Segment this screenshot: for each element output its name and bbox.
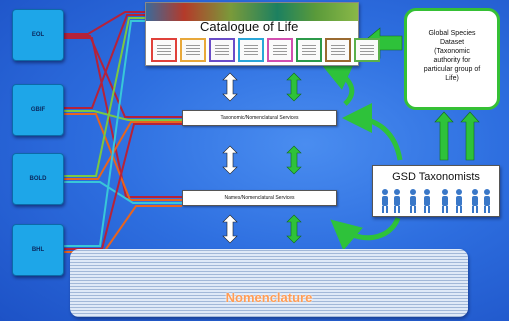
catalogue-banner-image bbox=[146, 3, 358, 21]
nomenclature-box: Nomenclature bbox=[70, 249, 468, 317]
source-label-eol: EOL bbox=[31, 32, 45, 38]
catalogue-title: Catalogue of Life bbox=[200, 19, 299, 34]
white-arrow-bottom bbox=[222, 214, 238, 244]
gsd-taxonomists-box: GSD Taxonomists bbox=[372, 165, 500, 217]
green-arrow-bottom bbox=[286, 214, 302, 244]
taxonomic-services-label: Taxonomic/Nomenclatural Services bbox=[220, 115, 299, 121]
green-arrow-top bbox=[286, 72, 302, 102]
gsd-taxonomists-title: GSD Taxonomists bbox=[392, 171, 480, 183]
catalogue-card bbox=[354, 38, 380, 62]
taxonomic-services-box: Taxonomic/Nomenclatural Services bbox=[182, 110, 337, 126]
catalogue-card bbox=[325, 38, 351, 62]
gsd-line-6: Life) bbox=[445, 75, 459, 82]
taxonomist-figures-icon bbox=[382, 189, 490, 213]
global-species-dataset-box: Global Species Dataset (Taxonomic author… bbox=[404, 8, 500, 110]
white-arrow-top bbox=[222, 72, 238, 102]
gsd-line-2: Dataset bbox=[439, 39, 465, 46]
catalogue-card bbox=[238, 38, 264, 62]
curved-green-arrows bbox=[320, 62, 403, 251]
gsd-line-5: particular group of bbox=[423, 66, 481, 73]
catalogue-of-life-box: Catalogue of Life bbox=[145, 2, 380, 66]
catalogue-card bbox=[296, 38, 322, 62]
names-services-box: Names/Nomenclatural Services bbox=[182, 190, 337, 206]
source-label-gbif: GBIF bbox=[30, 107, 46, 113]
source-box-gbif: GBIF bbox=[12, 84, 64, 136]
nomenclature-text-texture bbox=[70, 249, 468, 317]
source-box-bold: BOLD bbox=[12, 153, 64, 205]
white-arrow-middle bbox=[222, 145, 238, 175]
source-box-bhl: BHL bbox=[12, 224, 64, 276]
catalogue-card bbox=[151, 38, 177, 62]
gsd-line-3: (Taxonomic bbox=[434, 48, 470, 55]
names-services-label: Names/Nomenclatural Services bbox=[224, 195, 295, 201]
catalogue-card bbox=[267, 38, 293, 62]
green-double-arrows bbox=[286, 72, 302, 244]
source-label-bhl: BHL bbox=[31, 247, 45, 253]
gsd-line-4: authority for bbox=[433, 57, 471, 64]
catalogue-card bbox=[209, 38, 235, 62]
catalogue-cards bbox=[151, 38, 380, 62]
source-label-bold: BOLD bbox=[29, 176, 47, 182]
taxonomists-to-dataset-arrows bbox=[434, 111, 480, 161]
gsd-line-1: Global Species bbox=[428, 30, 476, 37]
nomenclature-label: Nomenclature bbox=[225, 290, 313, 305]
source-box-eol: EOL bbox=[12, 9, 64, 61]
green-arrow-middle bbox=[286, 145, 302, 175]
catalogue-card bbox=[180, 38, 206, 62]
white-double-arrows bbox=[222, 72, 238, 244]
